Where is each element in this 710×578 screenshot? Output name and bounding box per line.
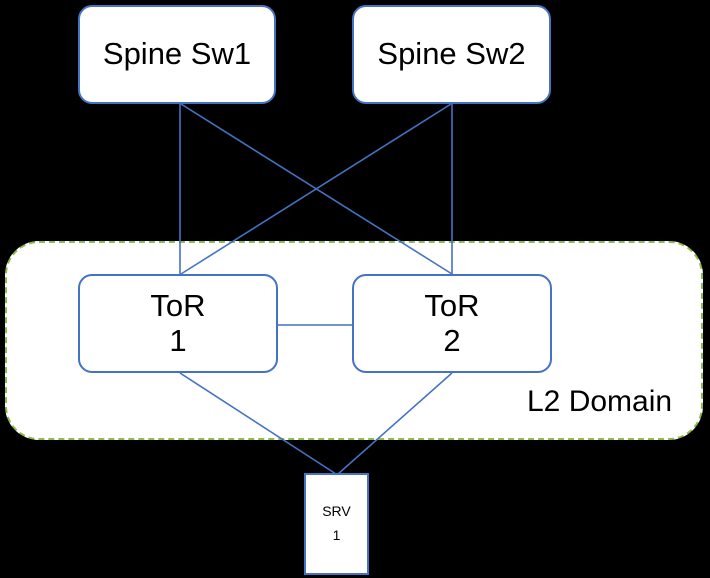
tor-switch-1-label-line1: ToR — [150, 287, 206, 323]
l2-domain-label: L2 Domain — [527, 385, 673, 418]
server-1-label-line1: SRV — [322, 503, 351, 520]
tor-switch-2-label-line2: 2 — [443, 322, 461, 358]
spine-switch-1-label: Spine Sw1 — [102, 36, 252, 72]
server-1-node[interactable]: SRV 1 — [304, 473, 369, 575]
spine-switch-2-label: Spine Sw2 — [377, 36, 526, 72]
spine-switch-1-node[interactable]: Spine Sw1 — [78, 5, 276, 104]
tor-switch-2-node[interactable]: ToR 2 — [352, 274, 552, 373]
spine-switch-2-node[interactable]: Spine Sw2 — [352, 5, 551, 104]
server-1-label-line2: 1 — [332, 527, 341, 543]
tor-switch-1-node[interactable]: ToR 1 — [78, 274, 278, 373]
tor-switch-2-label-line1: ToR — [424, 287, 480, 323]
tor-switch-1-label-line2: 1 — [169, 322, 187, 358]
